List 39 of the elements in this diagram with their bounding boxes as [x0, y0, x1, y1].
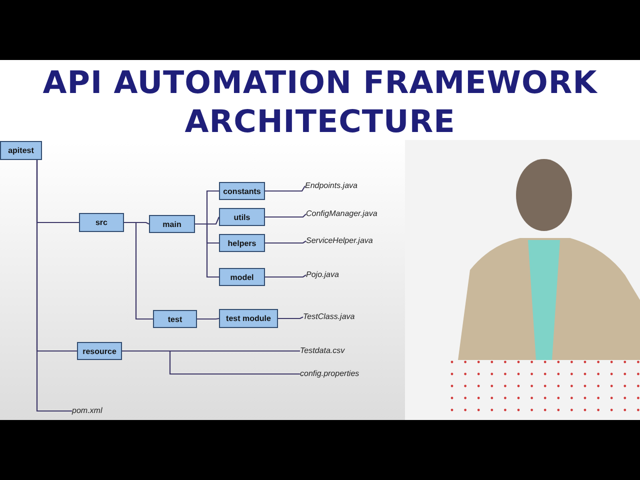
tree-line: [124, 222, 153, 320]
file-name: pom.xml: [72, 406, 102, 416]
folder-box: [0, 141, 42, 160]
folder-name: utils: [234, 212, 250, 222]
tree-line: [278, 316, 304, 320]
folder-box: [149, 215, 195, 233]
folder-box: [219, 268, 265, 286]
tree-line: [122, 350, 300, 375]
folder-box: [77, 342, 122, 360]
folder-name: resource: [82, 346, 116, 356]
folder-name: test: [168, 314, 182, 324]
tree-line: [265, 214, 306, 218]
file-name: config.properties: [300, 369, 360, 379]
tree-line: [36, 160, 72, 412]
folder-box: [153, 310, 197, 328]
folder-name: model: [230, 272, 254, 282]
folder-name: src: [95, 218, 108, 227]
folder-box: [79, 213, 124, 232]
file-name: Endpoints.java: [305, 181, 358, 191]
tree-line: [197, 318, 220, 320]
file-name: ConfigManager.java: [306, 209, 378, 219]
folder-name: helpers: [228, 238, 256, 248]
folder-box: [219, 234, 265, 252]
folder-box: [219, 309, 278, 328]
file-name: Pojo.java: [306, 270, 339, 280]
file-name: Testdata.csv: [300, 346, 345, 356]
folder-name: main: [162, 220, 182, 228]
folder-box: [219, 208, 265, 226]
file-name: TestClass.java: [303, 312, 355, 322]
file-name: ServiceHelper.java: [306, 236, 373, 246]
title: API AUTOMATION FRAMEWORK ARCHITECTURE: [42, 64, 598, 142]
folder-name: test module: [226, 314, 271, 323]
folder-name: apitest: [8, 146, 34, 155]
tree-line: [265, 186, 306, 192]
tree-line: [195, 223, 219, 278]
folder-name: constants: [223, 186, 261, 196]
tree-line: [265, 240, 306, 244]
folder-box: [219, 182, 265, 200]
tree-line: [265, 274, 306, 278]
